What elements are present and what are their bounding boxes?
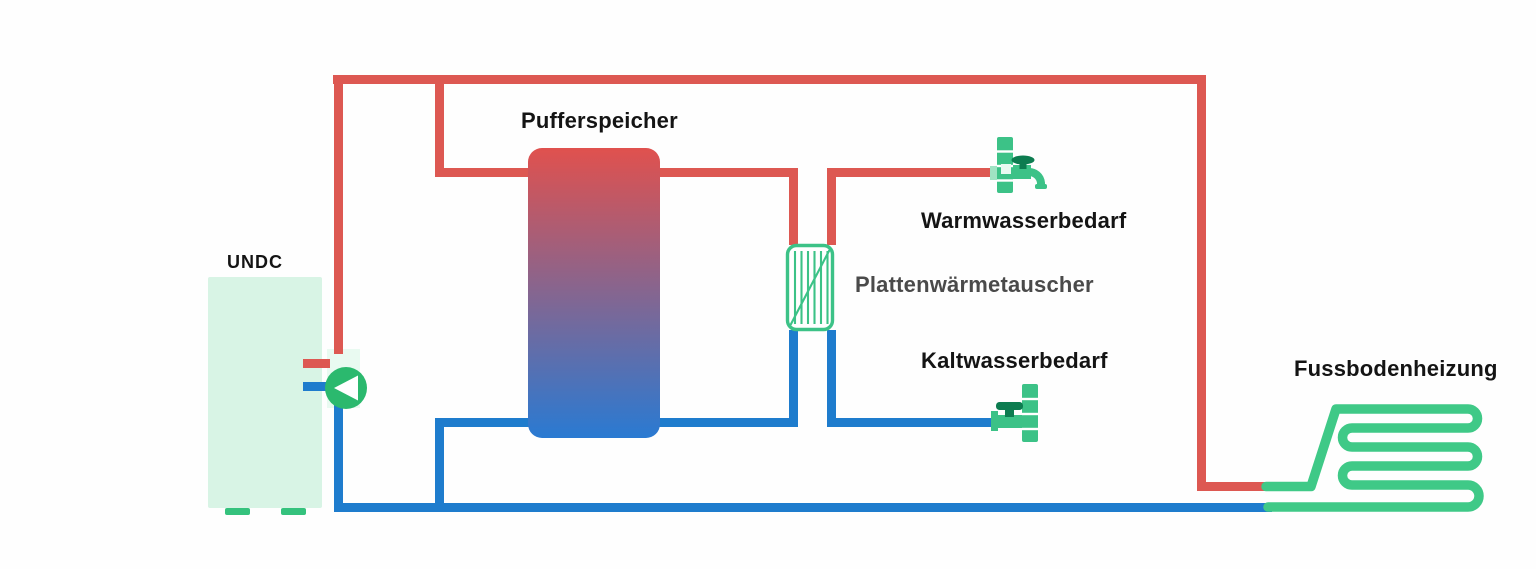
cold-water-valve-icon (991, 384, 1038, 442)
circulation-pump-icon (325, 367, 367, 409)
cold-pipe-tank-outlet (652, 418, 798, 427)
cold-pipe-exchanger-right-drop (827, 330, 836, 427)
hot-pipe-right-drop (1197, 75, 1206, 488)
heat-pump-label: UNDC (227, 252, 283, 272)
heat-pump-foot-right (281, 508, 306, 515)
hot-pipe-floor-heating-inlet (1197, 482, 1272, 491)
cold-pipe-exchanger-left-drop (789, 330, 798, 427)
hot-pipe-heat-pump-stub (303, 359, 330, 368)
floor-heating-coil-icon (1261, 404, 1484, 512)
buffer-tank-label: Pufferspeicher (521, 108, 678, 133)
hot-pipe-exchanger-left-drop (789, 168, 798, 245)
plate-heat-exchanger-label: Plattenwärmetauscher (855, 272, 1094, 297)
pump-flow-direction-arrow (334, 375, 358, 401)
hot-pipe-exchanger-right-riser (827, 168, 836, 245)
hot-pipe-top-run (333, 75, 1206, 84)
hot-water-demand-label: Warmwasserbedarf (921, 208, 1127, 233)
cold-pipe-heat-pump-stub (303, 382, 328, 391)
buffer-tank (528, 148, 660, 438)
hot-pipe-tank-branch-riser (435, 75, 444, 177)
hot-pipe-tank-inlet (435, 168, 535, 177)
cold-pipe-tank-branch-drop (435, 418, 444, 508)
hot-pipe-to-tap (827, 168, 994, 177)
cold-pipe-tank-inlet (435, 418, 535, 427)
heat-pump-foot-left (225, 508, 250, 515)
plate-heat-exchanger-icon (785, 243, 835, 332)
cold-water-demand-label: Kaltwasserbedarf (921, 348, 1108, 373)
hot-pipe-tank-outlet (652, 168, 794, 177)
cold-pipe-to-valve (827, 418, 992, 427)
hot-water-tap-icon (990, 137, 1047, 193)
hot-pipe-left-riser (334, 75, 343, 354)
cold-pipe-bottom-run (334, 503, 1272, 512)
heat-pump-unit (208, 277, 322, 508)
cold-pipe-pump-drop (334, 404, 343, 512)
underfloor-heating-label: Fussbodenheizung (1294, 356, 1498, 381)
